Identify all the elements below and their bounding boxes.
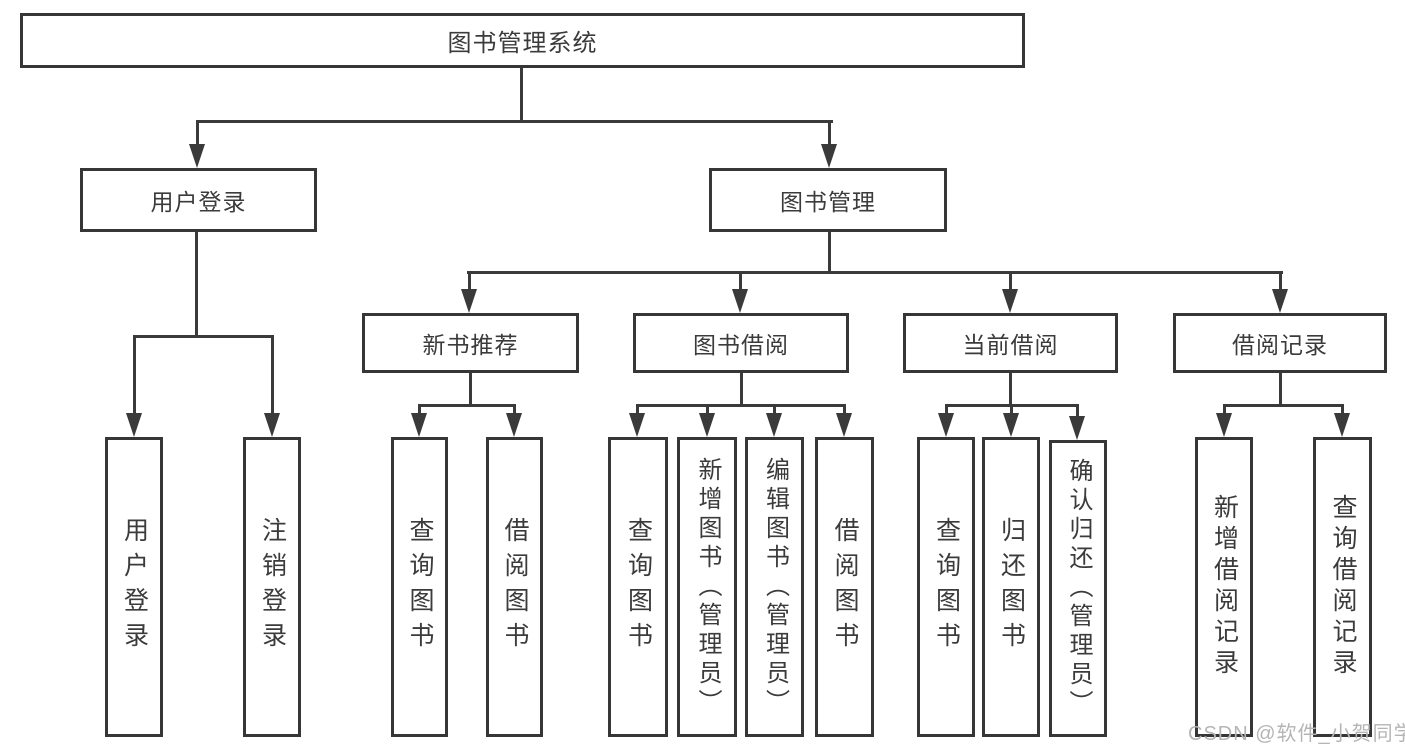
connector-line [739, 271, 742, 293]
connector-line [1341, 404, 1344, 416]
connector-line [195, 232, 198, 338]
arrowhead-icon [766, 413, 782, 437]
connector-line [636, 404, 639, 416]
arrowhead-icon [1272, 289, 1288, 313]
arrowhead-icon [411, 413, 427, 437]
connector-line [271, 335, 274, 415]
leaf-confirm-return-admin-label: 确认归还（管理员） [1065, 458, 1092, 719]
arrowhead-icon [1216, 413, 1232, 437]
node-new-book-recommendation: 新书推荐 [362, 313, 579, 373]
arrowhead-icon [699, 413, 715, 437]
connector-line [1279, 271, 1282, 293]
connector-line [1279, 373, 1282, 407]
leaf-user-login-label: 用户登录 [120, 517, 149, 657]
node-book-management-label: 图书管理 [780, 189, 876, 215]
leaf-query-borrow-record-label: 查询借阅记录 [1329, 494, 1357, 680]
leaf-query-borrow-record: 查询借阅记录 [1313, 437, 1372, 737]
arrowhead-icon [506, 413, 522, 437]
leaf-logout: 注销登录 [243, 437, 301, 737]
connector-line [1009, 373, 1012, 407]
connector-line [133, 335, 136, 415]
connector-line [1009, 271, 1012, 293]
leaf-query-books-borrow: 查询图书 [608, 437, 668, 737]
leaf-query-books-current-label: 查询图书 [932, 517, 961, 657]
watermark: CSDN @软件_小贺同学 [1188, 723, 1405, 745]
connector-line [1223, 404, 1343, 407]
node-user-login-label: 用户登录 [150, 189, 247, 215]
leaf-return-book-label: 归还图书 [997, 517, 1026, 657]
leaf-query-books-current: 查询图书 [917, 437, 975, 737]
node-book-borrowing-label: 图书借阅 [693, 332, 789, 358]
arrowhead-icon [1334, 413, 1350, 437]
node-borrowing-records: 借阅记录 [1173, 313, 1387, 373]
leaf-borrow-books-label: 借阅图书 [831, 517, 859, 657]
connector-line [418, 404, 421, 416]
arrowhead-icon [264, 413, 280, 437]
leaf-add-borrow-record-label: 新增借阅记录 [1210, 494, 1239, 680]
leaf-borrow-books: 借阅图书 [815, 437, 874, 737]
node-current-borrowing: 当前借阅 [903, 313, 1118, 373]
arrowhead-icon [1003, 413, 1019, 437]
arrowhead-icon [938, 413, 954, 437]
leaf-borrow-books-recommend: 借阅图书 [486, 437, 543, 737]
connector-line [468, 271, 471, 293]
connector-line [828, 120, 831, 148]
node-book-management: 图书管理 [709, 168, 947, 232]
node-user-login: 用户登录 [80, 168, 317, 232]
connector-line [706, 404, 709, 416]
connector-line [740, 373, 743, 407]
arrowhead-icon [1002, 289, 1018, 313]
connector-line [1010, 404, 1013, 416]
leaf-confirm-return-admin: 确认归还（管理员） [1049, 440, 1107, 737]
leaf-query-books-borrow-label: 查询图书 [624, 517, 653, 657]
connector-line [133, 335, 274, 338]
connector-line [773, 404, 776, 416]
connector-line [1223, 404, 1226, 416]
connector-line [469, 373, 472, 407]
connector-line [828, 232, 831, 274]
connector-line [419, 404, 516, 407]
arrowhead-icon [821, 144, 837, 168]
node-library-system-label: 图书管理系统 [447, 30, 598, 57]
arrowhead-icon [629, 413, 645, 437]
leaf-edit-book-admin-label: 编辑图书（管理员） [761, 456, 789, 718]
node-current-borrowing-label: 当前借阅 [962, 332, 1059, 358]
leaf-return-book: 归还图书 [982, 437, 1040, 737]
leaf-query-books-recommend: 查询图书 [391, 437, 448, 737]
connector-line [467, 271, 1283, 274]
leaf-edit-book-admin: 编辑图书（管理员） [745, 437, 804, 737]
connector-line [945, 404, 948, 416]
connector-line [1076, 404, 1079, 419]
arrowhead-icon [836, 413, 852, 437]
connector-line [843, 404, 846, 416]
leaf-query-books-recommend-label: 查询图书 [406, 517, 434, 657]
arrowhead-icon [189, 144, 205, 168]
leaf-add-borrow-record: 新增借阅记录 [1195, 437, 1253, 737]
arrowhead-icon [732, 289, 748, 313]
arrowhead-icon [126, 413, 142, 437]
arrowhead-icon [1069, 416, 1085, 440]
connector-line [196, 120, 199, 148]
arrowhead-icon [461, 289, 477, 313]
node-library-system: 图书管理系统 [20, 13, 1025, 68]
connector-line [513, 404, 516, 416]
connector-line [636, 404, 846, 407]
connector-line [196, 120, 833, 123]
leaf-add-book-admin-label: 新增图书（管理员） [694, 456, 721, 718]
node-book-borrowing: 图书借阅 [633, 313, 849, 373]
connector-line [520, 68, 523, 122]
leaf-logout-label: 注销登录 [258, 517, 287, 657]
leaf-add-book-admin: 新增图书（管理员） [677, 437, 737, 737]
leaf-borrow-books-recommend-label: 借阅图书 [501, 517, 529, 657]
node-new-book-recommendation-label: 新书推荐 [422, 332, 519, 358]
node-borrowing-records-label: 借阅记录 [1232, 332, 1328, 358]
leaf-user-login: 用户登录 [105, 437, 163, 737]
